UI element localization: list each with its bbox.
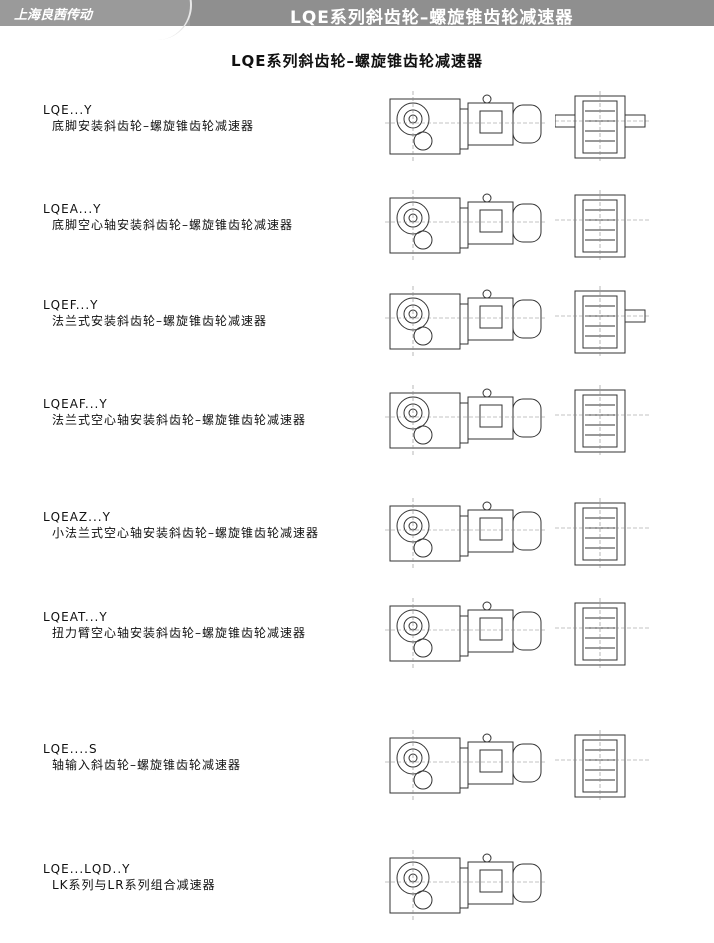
- product-code: LQE...Y: [43, 103, 93, 117]
- product-description: 底脚安装斜齿轮–螺旋锥齿轮减速器: [52, 119, 255, 133]
- product-description: 底脚空心轴安装斜齿轮–螺旋锥齿轮减速器: [52, 218, 294, 232]
- gearbox-end-view-drawing: [555, 498, 650, 570]
- gearbox-side-view-drawing: [385, 850, 545, 922]
- product-description: 轴输入斜齿轮–螺旋锥齿轮减速器: [52, 758, 242, 772]
- product-code: LQEF...Y: [43, 298, 99, 312]
- product-code: LQEAT...Y: [43, 610, 108, 624]
- product-code: LQEAF...Y: [43, 397, 108, 411]
- brand-name: 上海良茜传动: [14, 8, 93, 23]
- gearbox-side-view-drawing: [385, 286, 545, 358]
- product-code: LQEA...Y: [43, 202, 102, 216]
- product-description: 扭力臂空心轴安装斜齿轮–螺旋锥齿轮减速器: [52, 626, 307, 640]
- gearbox-end-view-drawing: [555, 598, 650, 670]
- header-bar: 上海良茜传动 LQE系列斜齿轮–螺旋锥齿轮减速器: [0, 0, 714, 40]
- header-curve: [150, 0, 192, 40]
- product-description: 小法兰式空心轴安装斜齿轮–螺旋锥齿轮减速器: [52, 526, 320, 540]
- gearbox-end-view-drawing: [555, 385, 650, 457]
- product-code: LQE....S: [43, 742, 98, 756]
- header-title: LQE系列斜齿轮–螺旋锥齿轮减速器: [290, 8, 574, 28]
- product-code: LQEAZ...Y: [43, 510, 111, 524]
- product-code: LQE...LQD..Y: [43, 862, 131, 876]
- gearbox-side-view-drawing: [385, 385, 545, 457]
- gearbox-side-view-drawing: [385, 91, 545, 163]
- product-description: 法兰式安装斜齿轮–螺旋锥齿轮减速器: [52, 314, 268, 328]
- page-title: LQE系列斜齿轮–螺旋锥齿轮减速器: [230, 52, 484, 70]
- product-description: LK系列与LR系列组合减速器: [52, 878, 216, 892]
- gearbox-end-view-drawing: [555, 190, 650, 262]
- gearbox-side-view-drawing: [385, 598, 545, 670]
- gearbox-side-view-drawing: [385, 190, 545, 262]
- gearbox-side-view-drawing: [385, 498, 545, 570]
- product-description: 法兰式空心轴安装斜齿轮–螺旋锥齿轮减速器: [52, 413, 307, 427]
- gearbox-end-view-drawing: [555, 286, 650, 358]
- gearbox-end-view-drawing: [555, 91, 650, 163]
- gearbox-side-view-drawing: [385, 730, 545, 802]
- gearbox-end-view-drawing: [555, 730, 650, 802]
